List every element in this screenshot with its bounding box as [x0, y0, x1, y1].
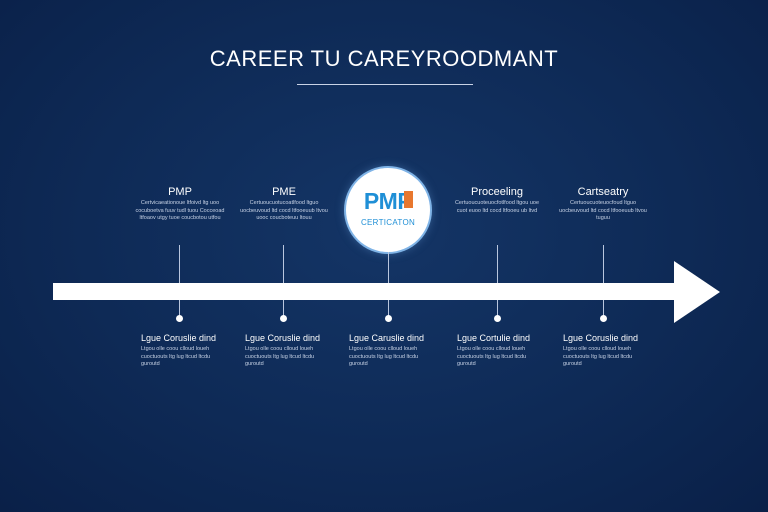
- milestone-3-dot: [385, 315, 392, 322]
- badge-sub-text: CERTICATON: [360, 218, 416, 227]
- milestone-4-bottom-description: Ltgou olle coou clloud loueh cuoctuouts …: [457, 346, 527, 367]
- milestone-3-bottom-description: Ltgou olle coou clloud loueh cuoctuouts …: [349, 346, 419, 367]
- milestone-1-upper-stem: [179, 245, 180, 283]
- milestone-2-title: PME: [272, 186, 296, 198]
- milestone-4-title: Proceeling: [471, 186, 523, 198]
- milestone-5-bottom-title: Lgue Coruslie dind: [563, 333, 639, 343]
- milestone-5-upper-stem: [603, 245, 604, 283]
- milestone-1-bottom-description: Ltgou olle coou clloud loueh cuoctuouts …: [141, 346, 211, 367]
- milestone-2-lower-stem: [283, 300, 284, 316]
- badge-accent-icon: [404, 191, 413, 208]
- milestone-5-dot: [600, 315, 607, 322]
- milestone-1-dot: [176, 315, 183, 322]
- page-title: CAREER TU CAREYROODMANT: [209, 46, 559, 71]
- milestone-3-lower-stem: [388, 300, 389, 316]
- milestone-5-title: Cartseatry: [577, 186, 629, 198]
- timeline-arrow-head: [674, 261, 720, 323]
- milestone-4-dot: [494, 315, 501, 322]
- timeline-arrow-shaft: [53, 283, 678, 300]
- milestone-4-upper-stem: [497, 245, 498, 283]
- milestone-2-bottom-description: Ltgou olle coou clloud loueh cuoctuouts …: [245, 346, 315, 367]
- milestone-3-upper-stem: [388, 252, 389, 283]
- milestone-4-description: Certuoucuoteuocfotlfood ltgou uoe cuot e…: [454, 200, 540, 214]
- milestone-4-lower-stem: [497, 300, 498, 316]
- milestone-2-upper-stem: [283, 245, 284, 283]
- milestone-2-dot: [280, 315, 287, 322]
- milestone-3-bottom-title: Lgue Caruslie dind: [349, 333, 425, 343]
- milestone-1-bottom-title: Lgue Coruslie dind: [141, 333, 217, 343]
- title-underline: [297, 84, 473, 85]
- milestone-1-title: PMP: [168, 186, 192, 198]
- milestone-5-bottom-description: Ltgou olle coou clloud loueh cuoctuouts …: [563, 346, 633, 367]
- milestone-4-bottom-title: Lgue Cortulie dind: [457, 333, 531, 343]
- milestone-5-lower-stem: [603, 300, 604, 316]
- milestone-2-description: Certuoucuotucoatlfood ltguo uocbeuvoud l…: [240, 200, 328, 221]
- milestone-1-lower-stem: [179, 300, 180, 316]
- milestone-2-bottom-title: Lgue Coruslie dind: [245, 333, 321, 343]
- milestone-1-description: Certvicaeationoue ltfoivd ltg uoo cocubo…: [135, 200, 225, 221]
- badge-main-text: PMP: [363, 188, 413, 214]
- pmp-certification-badge-icon: PMP CERTICATON: [346, 168, 430, 252]
- milestone-5-description: Certuoucuoteuocfoud ltguo uocbeuvoud ltd…: [559, 200, 647, 221]
